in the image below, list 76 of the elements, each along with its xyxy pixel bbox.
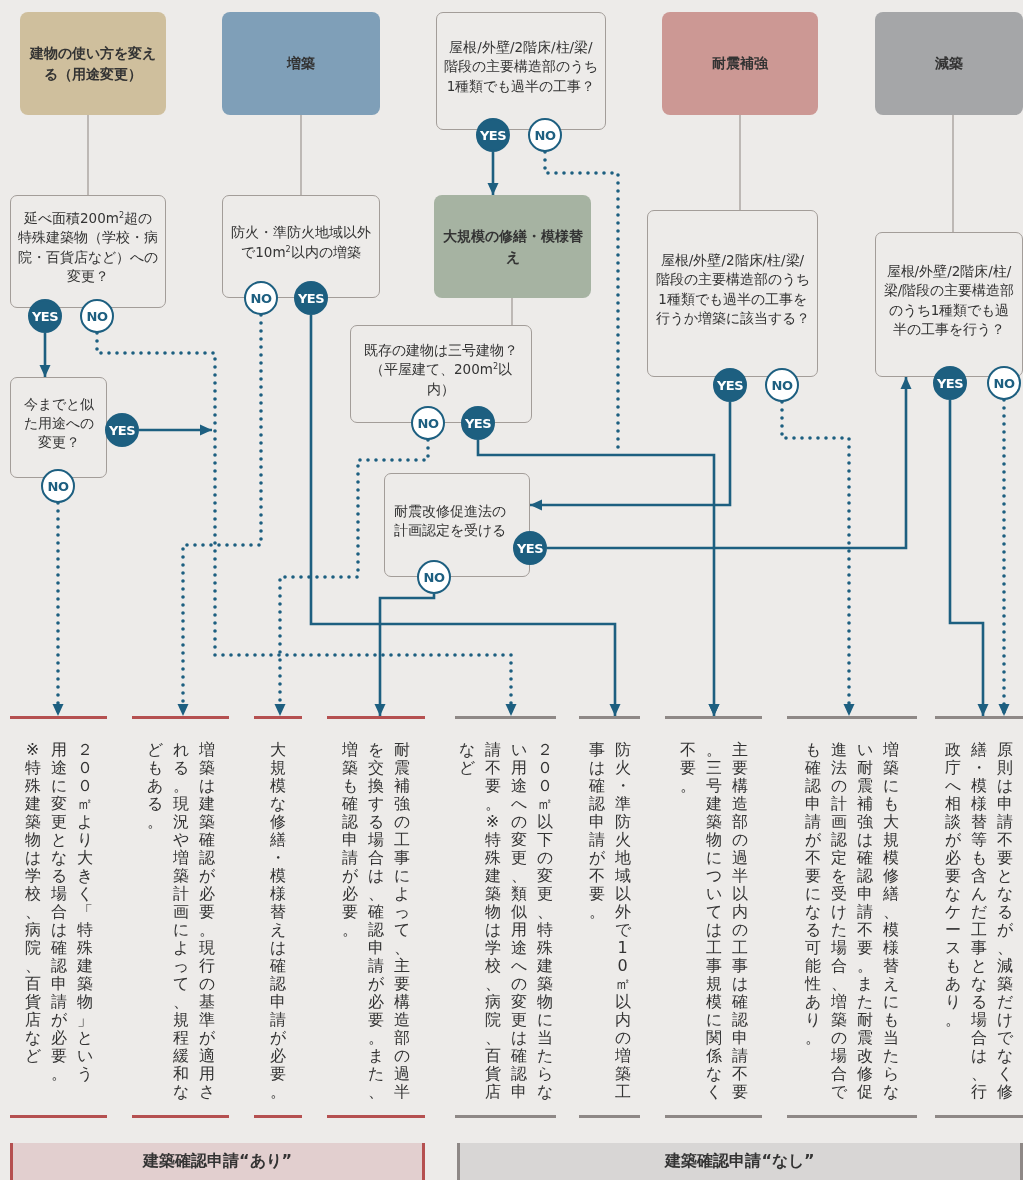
arrow xyxy=(476,440,720,716)
box-text: 今までと似た用途への変更？ xyxy=(22,394,95,453)
category-header xyxy=(875,12,1023,115)
dotted-arrow xyxy=(95,331,517,718)
result-column xyxy=(254,716,302,1118)
result-text: 大規模な修繕・模様替えは確認申請が必要。 xyxy=(270,741,286,1103)
result-text: ２００㎡以下の変更、特殊建築物に当たらない用途への変更、類似用途への変更は確認申請不要。※特殊建築物は学校、病院、百貨店など xyxy=(458,741,553,1103)
band-label: 建築確認申請“なし” xyxy=(665,1151,815,1172)
arrow xyxy=(39,333,51,377)
answer-circle: YES xyxy=(28,299,62,333)
category-header xyxy=(20,12,166,115)
summary-band xyxy=(457,1143,1023,1180)
box-text: 減築 xyxy=(935,54,963,73)
connector-line xyxy=(511,297,513,326)
result-column xyxy=(327,716,425,1118)
result-text: 耐震補強の工事によって、主要構造部の過半を交換する場合は、確認申請が必要。また、増築も確認申請が必要。 xyxy=(342,741,410,1103)
result-column xyxy=(10,716,107,1118)
answer-circle: YES xyxy=(294,281,328,315)
answer-circle: NO xyxy=(80,299,114,333)
summary-band xyxy=(10,1143,425,1180)
connector-line xyxy=(952,114,954,233)
result-column xyxy=(579,716,640,1118)
dotted-arrow xyxy=(274,438,430,718)
band-label: 建築確認申請“あり” xyxy=(143,1151,292,1172)
category-header xyxy=(662,12,818,115)
answer-circle: YES xyxy=(933,366,967,400)
answer-circle: NO xyxy=(41,469,75,503)
answer-circle: NO xyxy=(528,118,562,152)
result-text: 防火・準防火地域以外で10㎡以内の増築工事は確認申請が不要。 xyxy=(588,741,631,1103)
dotted-arrow xyxy=(780,400,855,718)
connector-line xyxy=(87,114,89,196)
box-text: 増築 xyxy=(287,54,315,73)
result-text: 原則は申請不要となるが、減築だけでなく修繕・模様替等も含んだ工事となる場合は、行政庁へ相談が必要なケースもあり。 xyxy=(945,741,1013,1103)
answer-circle: NO xyxy=(417,560,451,594)
box-text: 建物の使い方を変える（用途変更） xyxy=(28,43,157,84)
connector-line xyxy=(739,114,741,211)
result-column xyxy=(935,716,1023,1118)
arrow xyxy=(374,594,436,716)
answer-circle: NO xyxy=(244,281,278,315)
box-text: 防火・準防火地域以外で10m$^{2}$以内の増築 xyxy=(230,223,372,262)
answer-circle: YES xyxy=(105,413,139,447)
arrow xyxy=(139,424,212,436)
box-text: 耐震補強 xyxy=(712,54,768,73)
answer-circle: NO xyxy=(987,366,1021,400)
answer-circle: NO xyxy=(411,406,445,440)
process-box xyxy=(434,195,591,298)
result-column xyxy=(132,716,229,1118)
arrow xyxy=(530,402,732,511)
result-text: 増築にも大規模修繕、模様替えにも当たらない耐震補強は確認申請不要。また耐震改修促進法の計画認定を受けた場合、増築の場合でも確認申請が不要になる可能性あり。 xyxy=(805,741,899,1103)
result-column xyxy=(455,716,556,1118)
box-text: 屋根/外壁/2階床/柱/梁/階段の主要構造部のうち1種類でも過半の工事を行う？ xyxy=(882,262,1016,339)
arrow xyxy=(309,315,621,716)
result-text: ２００㎡より大きく「特殊建築物」という用途に変更となる場合は確認申請が必要。※特殊建築物は学校、病院、百貨店など xyxy=(24,741,93,1083)
box-text: 延べ面積200m$^{2}$超の特殊建築物（学校・病院・百貨店など）への変更？ xyxy=(17,209,159,286)
result-column xyxy=(665,716,762,1118)
result-text: 主要構造部の過半以内の工事は確認申請不要。三号建築物については工事規模に関係なく不要。 xyxy=(679,741,748,1103)
answer-circle: YES xyxy=(713,368,747,402)
answer-circle: YES xyxy=(461,406,495,440)
box-text: 既存の建物は三号建物？（平屋建て、200m$^{2}$以内） xyxy=(363,341,519,399)
arrow xyxy=(547,377,912,550)
box-text: 屋根/外壁/2階床/柱/梁/階段の主要構造部のうち1種類でも過半の工事？ xyxy=(443,38,599,96)
box-text: 屋根/外壁/2階床/柱/梁/階段の主要構造部のうち1種類でも過半の工事を行うか増築に該当する？ xyxy=(654,251,811,328)
arrow xyxy=(948,400,989,716)
answer-circle: NO xyxy=(765,368,799,402)
dotted-arrow xyxy=(998,398,1010,718)
result-text: 増築は建築確認が必要。現行の基準が適用される。現況や増築計画によって、規程緩和などもある。 xyxy=(146,741,215,1103)
arrow xyxy=(487,152,499,195)
dotted-arrow xyxy=(52,501,64,718)
category-header xyxy=(222,12,380,115)
answer-circle: YES xyxy=(513,531,547,565)
connector-line xyxy=(300,114,302,196)
result-column xyxy=(787,716,917,1118)
box-text: 耐震改修促進法の計画認定を受ける xyxy=(393,501,507,540)
answer-circle: YES xyxy=(476,118,510,152)
box-text: 大規模の修繕・模様替え xyxy=(441,226,584,267)
dotted-arrow xyxy=(177,313,263,718)
